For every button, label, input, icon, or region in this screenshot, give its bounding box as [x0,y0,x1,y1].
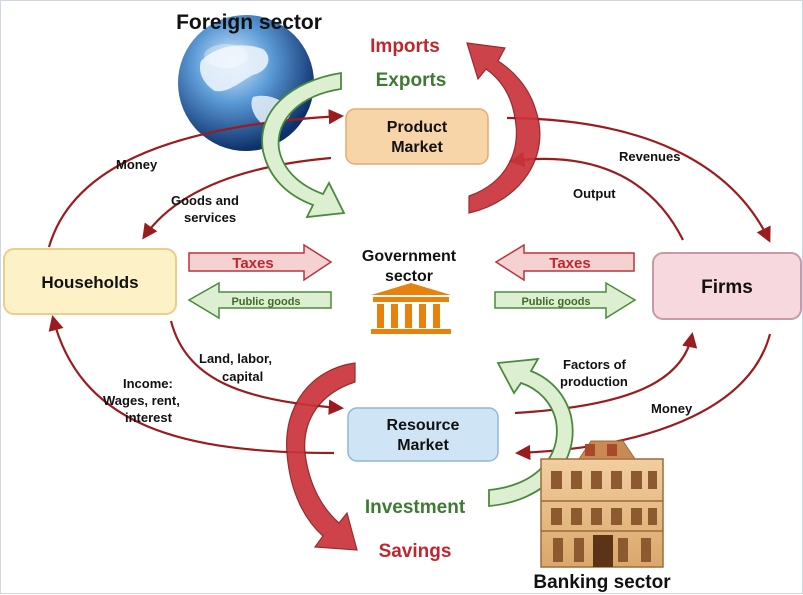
resource-market-box [347,407,499,462]
investment-label: Investment [365,497,466,518]
product-market-box [345,108,489,165]
factors-label-line1: Factors of [563,357,627,372]
globe-icon [178,15,314,151]
exports-arrow [261,71,346,219]
output-label: Output [573,186,616,201]
goods-services-label-line1: Goods and [171,193,239,208]
taxes-left-label: Taxes [232,255,273,272]
exports-label: Exports [376,70,447,91]
output-flow-firms-to-product [508,151,684,241]
revenue-flow-product-to-firms [506,116,771,243]
resource-market-label-line1: Resource [387,417,460,434]
public-goods-arrow-left [187,281,332,320]
income-label-line1: Income: [123,376,173,391]
factors-label-line2: production [560,374,628,389]
bank-building-icon [540,440,664,568]
taxes-arrow-left [188,243,333,282]
banking-sector-label: Banking sector [533,572,671,593]
imports-label: Imports [370,36,440,57]
imports-arrow [466,42,541,214]
government-building-icon [371,283,451,334]
product-market-label-line2: Market [391,139,443,156]
firms-box [652,252,802,320]
resource-market-label-line2: Market [397,437,449,454]
goods-flow-product-to-households [142,156,332,240]
revenues-label: Revenues [619,149,680,164]
firms-label: Firms [701,277,753,298]
income-label-line3: interest [125,410,173,425]
savings-label: Savings [379,541,452,562]
government-label-line1: Government [362,248,457,265]
income-label-line2: Wages, rent, [103,393,180,408]
land-labor-label-line2: capital [222,369,263,384]
goods-services-label-line2: services [184,210,236,225]
savings-arrow [286,362,358,551]
households-label: Households [41,273,138,292]
government-label-line2: sector [385,268,433,285]
money-top-label: Money [116,157,158,172]
money-bottom-label: Money [651,401,693,416]
public-goods-right-label: Public goods [521,296,590,308]
income-flow-resource-to-households [48,315,335,455]
public-goods-arrow-right [494,281,637,320]
foreign-sector-label: Foreign sector [176,11,322,34]
taxes-right-label: Taxes [549,255,590,272]
taxes-arrow-right [494,243,635,282]
product-market-label-line1: Product [387,119,448,136]
households-box [3,248,177,315]
public-goods-left-label: Public goods [231,296,300,308]
land-labor-label-line1: Land, labor, [199,351,272,366]
